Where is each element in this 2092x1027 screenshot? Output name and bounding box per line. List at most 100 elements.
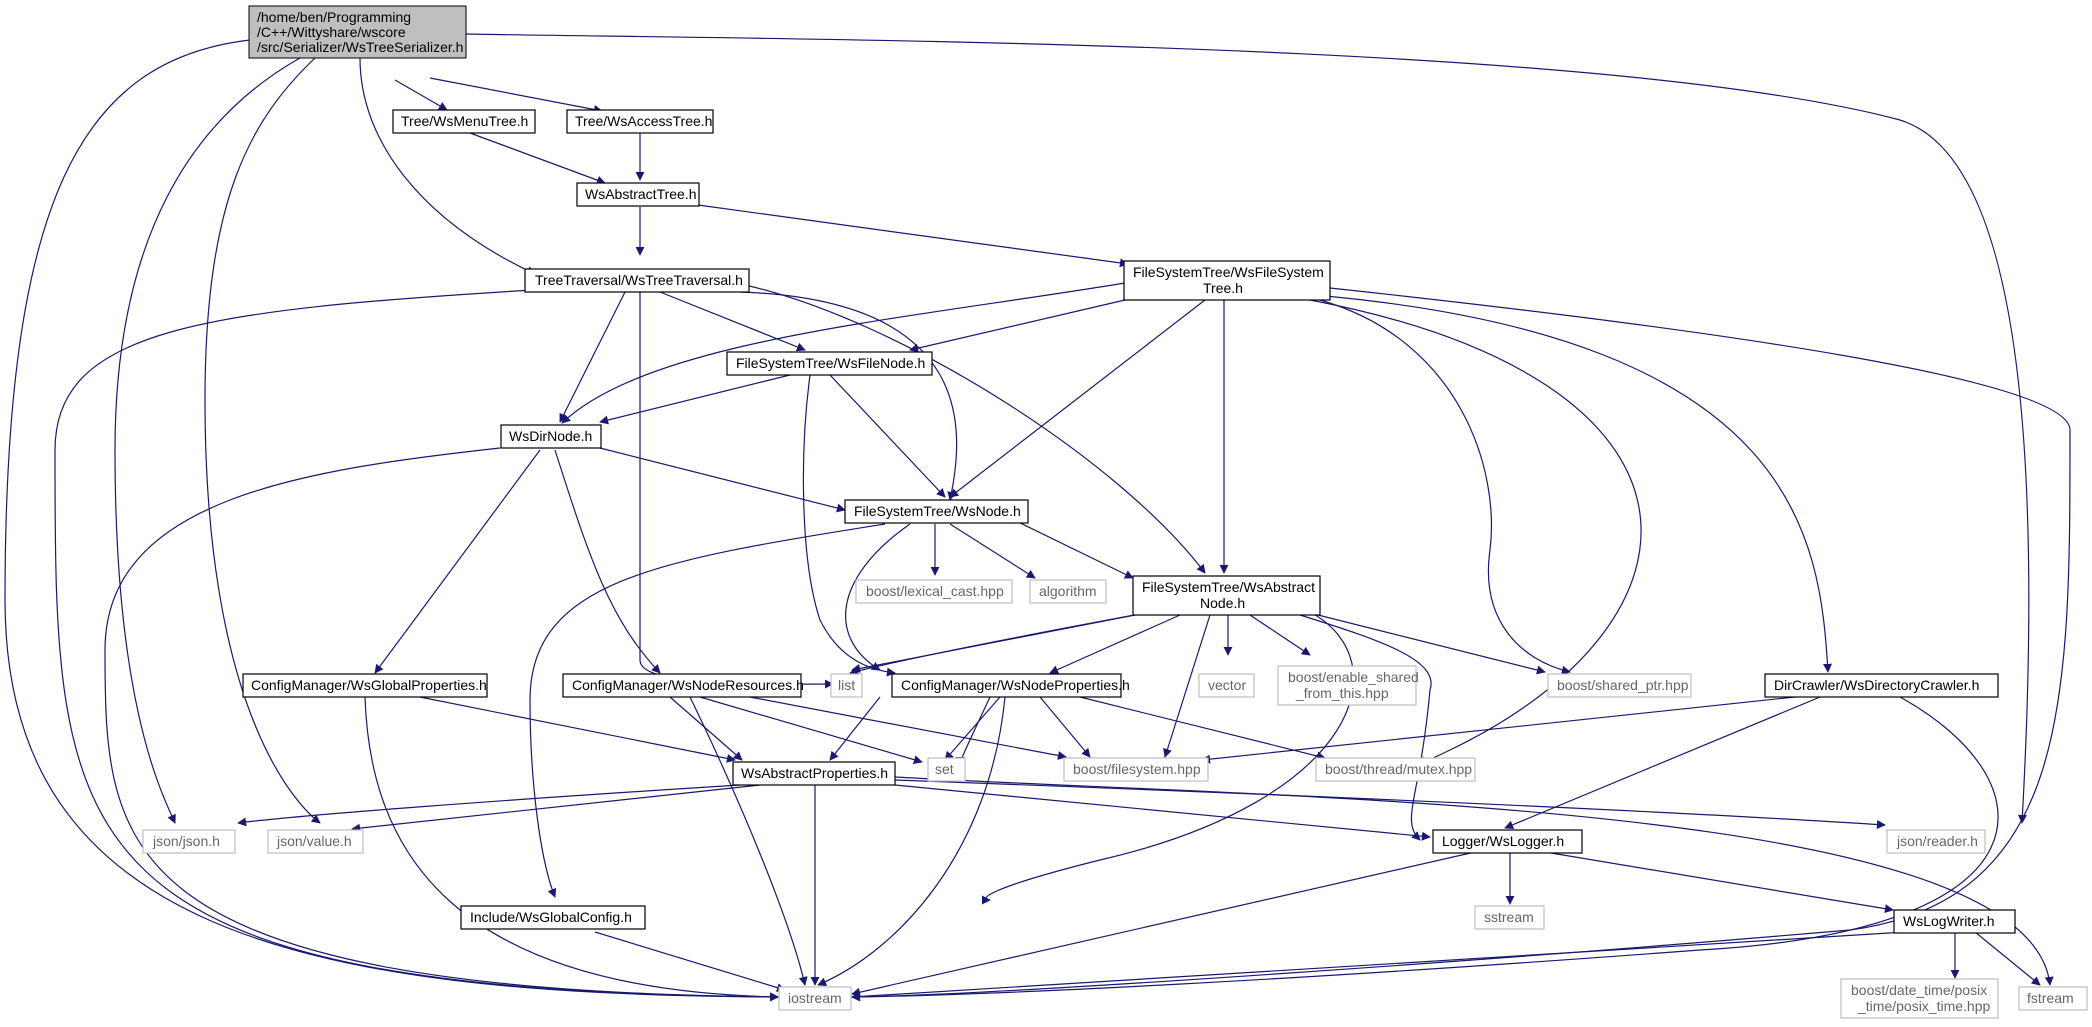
graph-node-algorithm[interactable]: algorithm — [1029, 579, 1107, 604]
svg-text:fstream: fstream — [2027, 990, 2074, 1006]
svg-text:/C++/Wittyshare/wscore: /C++/Wittyshare/wscore — [257, 24, 406, 40]
graph-node-globalproperties[interactable]: ConfigManager/WsGlobalProperties.h — [242, 673, 488, 698]
edge — [949, 523, 1036, 579]
edge — [54, 289, 779, 1002]
graph-node-iostream[interactable]: iostream — [778, 986, 852, 1011]
svg-text:WsAbstractTree.h: WsAbstractTree.h — [585, 186, 697, 202]
svg-text:ConfigManager/WsNodeProperties: ConfigManager/WsNodeProperties.h — [901, 677, 1130, 693]
graph-node-node[interactable]: FileSystemTree/WsNode.h — [844, 499, 1029, 524]
svg-text:Node.h: Node.h — [1200, 595, 1245, 611]
edge — [699, 696, 923, 765]
svg-text:Tree/WsAccessTree.h: Tree/WsAccessTree.h — [575, 113, 712, 129]
edge — [894, 784, 1431, 841]
edge — [1544, 851, 1894, 914]
edge — [1324, 295, 1833, 673]
svg-text:iostream: iostream — [788, 990, 842, 1006]
svg-text:/home/ben/Programming: /home/ben/Programming — [257, 9, 411, 25]
graph-node-abstractnode[interactable]: FileSystemTree/WsAbstract Node.h — [1132, 575, 1321, 616]
graph-node-treetraversal[interactable]: TreeTraversal/WsTreeTraversal.h — [524, 268, 750, 293]
graph-node-noderesources[interactable]: ConfigManager/WsNodeResources.h — [562, 673, 804, 698]
edge — [981, 611, 1355, 905]
svg-text:vector: vector — [1208, 677, 1246, 693]
graph-node-abstractproperties[interactable]: WsAbstractProperties.h — [732, 761, 896, 786]
svg-text:boost/date_time/posix: boost/date_time/posix — [1851, 982, 1987, 998]
edge — [689, 696, 808, 986]
svg-text:set: set — [935, 761, 954, 777]
graph-node-sharedptr[interactable]: boost/shared_ptr.hpp — [1547, 673, 1692, 698]
svg-text:ConfigManager/WsNodeResources.: ConfigManager/WsNodeResources.h — [572, 677, 804, 693]
edge — [419, 696, 736, 763]
edge — [851, 696, 1999, 1002]
graph-node-logger[interactable]: Logger/WsLogger.h — [1432, 829, 1583, 854]
edge — [1317, 614, 1546, 675]
svg-text:Tree.h: Tree.h — [1203, 280, 1243, 296]
edge — [554, 449, 661, 674]
graph-node-filesystem[interactable]: boost/filesystem.hpp — [1063, 757, 1209, 782]
edge — [351, 784, 761, 833]
edge — [1039, 696, 1091, 758]
svg-text:FileSystemTree/WsFileSystem: FileSystemTree/WsFileSystem — [1133, 264, 1324, 280]
graph-node-logwriter[interactable]: WsLogWriter.h — [1893, 909, 2016, 934]
edge — [364, 696, 779, 1002]
svg-text:/src/Serializer/WsTreeSerializ: /src/Serializer/WsTreeSerializer.h — [257, 39, 463, 55]
graph-node-dircrawler[interactable]: DirCrawler/WsDirectoryCrawler.h — [1764, 673, 1999, 698]
graph-node-set[interactable]: set — [927, 757, 966, 782]
graph-node-nodeproperties[interactable]: ConfigManager/WsNodeProperties.h — [891, 673, 1130, 698]
edge — [697, 204, 1129, 268]
edge — [955, 696, 991, 766]
svg-text:json/value.h: json/value.h — [276, 833, 352, 849]
graph-node-menutree[interactable]: Tree/WsMenuTree.h — [392, 109, 536, 134]
graph-node-filenode[interactable]: FileSystemTree/WsFileNode.h — [726, 351, 933, 376]
svg-text:sstream: sstream — [1484, 909, 1534, 925]
edge — [114, 57, 301, 824]
graph-node-fstream[interactable]: fstream — [2018, 986, 2088, 1011]
edge — [817, 696, 1006, 986]
svg-text:ConfigManager/WsGlobalProperti: ConfigManager/WsGlobalProperties.h — [251, 677, 487, 693]
graph-node-list[interactable]: list — [830, 673, 863, 698]
svg-text:WsDirNode.h: WsDirNode.h — [509, 428, 592, 444]
edge — [559, 291, 626, 423]
graph-node-filesystemtree[interactable]: FileSystemTree/WsFileSystem Tree.h — [1123, 260, 1331, 301]
edge — [802, 374, 896, 677]
graph-node-jsonjson[interactable]: json/json.h — [142, 829, 236, 854]
edge — [749, 696, 1067, 760]
graph-node-dirnode[interactable]: WsDirNode.h — [500, 424, 602, 449]
edge — [744, 284, 1206, 574]
edge — [1049, 614, 1181, 674]
svg-text:boost/thread/mutex.hpp: boost/thread/mutex.hpp — [1325, 761, 1472, 777]
svg-text:_from_this.hpp: _from_this.hpp — [1295, 685, 1389, 701]
svg-text:Logger/WsLogger.h: Logger/WsLogger.h — [1442, 833, 1564, 849]
graph-node-jsonreader[interactable]: json/reader.h — [1886, 829, 1986, 854]
edge — [561, 282, 1126, 424]
graph-node-lexicalcast[interactable]: boost/lexical_cast.hpp — [855, 579, 1013, 604]
edge — [374, 449, 541, 674]
svg-text:TreeTraversal/WsTreeTraversal.: TreeTraversal/WsTreeTraversal.h — [535, 272, 743, 288]
graph-node-globalconfig[interactable]: Include/WsGlobalConfig.h — [460, 905, 646, 930]
svg-text:FileSystemTree/WsAbstract: FileSystemTree/WsAbstract — [1142, 579, 1315, 595]
edge — [104, 447, 779, 1002]
edge — [829, 374, 946, 498]
edge — [394, 79, 448, 111]
edge — [4, 39, 779, 1002]
edge — [894, 776, 2054, 986]
edge — [739, 291, 958, 501]
svg-text:list: list — [838, 677, 855, 693]
graph-node-sstream[interactable]: sstream — [1474, 905, 1545, 930]
graph-node-root[interactable]: /home/ben/Programming /C++/Wittyshare/ws… — [248, 5, 467, 59]
edge — [949, 299, 1206, 498]
edge — [1974, 931, 2041, 986]
graph-node-abstracttree[interactable]: WsAbstractTree.h — [576, 182, 700, 207]
graph-node-enableshared[interactable]: boost/enable_shared _from_this.hpp — [1277, 665, 1419, 706]
edge — [849, 613, 1141, 676]
edge — [359, 57, 536, 275]
graph-node-jsonvalue[interactable]: json/value.h — [267, 829, 364, 854]
edge — [599, 447, 846, 513]
graph-node-vector[interactable]: vector — [1198, 673, 1255, 698]
svg-text:Tree/WsMenuTree.h: Tree/WsMenuTree.h — [401, 113, 528, 129]
graph-node-accesstree[interactable]: Tree/WsAccessTree.h — [566, 109, 714, 134]
graph-node-mutex[interactable]: boost/thread/mutex.hpp — [1315, 757, 1476, 782]
graph-node-posixtime[interactable]: boost/date_time/posix _time/posix_time.h… — [1840, 978, 1999, 1019]
svg-text:json/reader.h: json/reader.h — [1896, 833, 1978, 849]
edge — [851, 931, 1906, 1001]
